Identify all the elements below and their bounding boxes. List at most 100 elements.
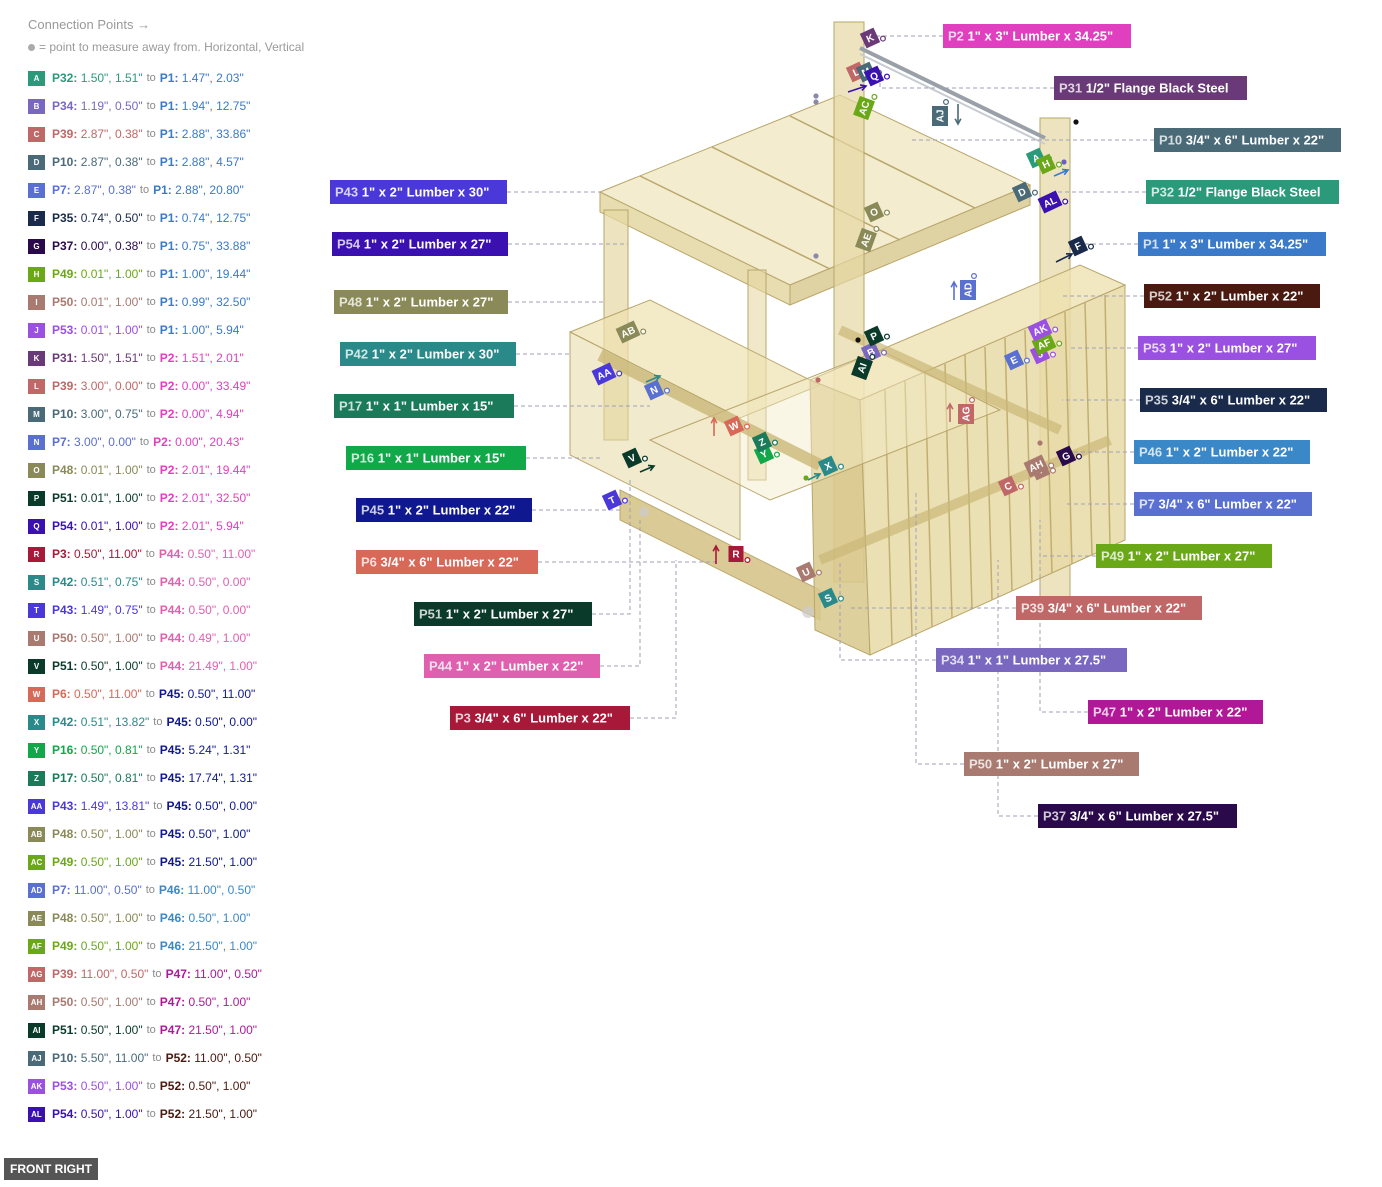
- connection-badge: AF: [28, 938, 45, 954]
- connection-tag-ah[interactable]: AH: [1023, 452, 1055, 478]
- connection-tag-bg: [1067, 235, 1089, 257]
- connection-badge: AG: [28, 966, 45, 982]
- part-label-p3[interactable]: P3 3/4" x 6" Lumber x 22": [450, 706, 630, 730]
- part-label-p37[interactable]: P37 3/4" x 6" Lumber x 27.5": [1038, 804, 1237, 828]
- part-label-p32[interactable]: P32 1/2" Flange Black Steel: [1146, 180, 1339, 204]
- connection-tag-o[interactable]: O: [863, 199, 890, 223]
- connection-point: [873, 225, 880, 232]
- connection-tag-v[interactable]: V: [621, 445, 648, 469]
- connection-point: [883, 333, 890, 340]
- connection-tag-r[interactable]: R: [728, 546, 751, 564]
- connection-value-b: 17.74", 1.31": [185, 771, 258, 785]
- part-label-p7[interactable]: P7 3/4" x 6" Lumber x 22": [1134, 492, 1312, 516]
- connection-value-a: 0.51", 0.75": [77, 575, 143, 589]
- connection-part-a: P48:: [52, 463, 78, 477]
- part-label-p17[interactable]: P17 1" x 1" Lumber x 15": [334, 394, 514, 418]
- connection-tag-ak[interactable]: AK: [1027, 316, 1059, 342]
- connection-tag-ag[interactable]: AG: [958, 396, 976, 424]
- part-label-p48[interactable]: P48 1" x 2" Lumber x 27": [334, 290, 508, 314]
- connection-part-b: P46:: [159, 911, 186, 925]
- part-label-p1[interactable]: P1 1" x 3" Lumber x 34.25": [1138, 232, 1326, 256]
- part-label-bg: [334, 394, 514, 418]
- part-label-p52[interactable]: P52 1" x 2" Lumber x 22": [1144, 284, 1320, 308]
- view-label[interactable]: FRONT RIGHT: [4, 1158, 98, 1180]
- part-label-p45[interactable]: P45 1" x 2" Lumber x 22": [356, 498, 532, 522]
- connection-tag-d[interactable]: D: [1011, 179, 1038, 203]
- part-label-bg: [346, 446, 526, 470]
- connection-tag-bg: [1035, 153, 1057, 175]
- connection-tag-b[interactable]: B: [860, 339, 887, 363]
- part-label-p31[interactable]: P31 1/2" Flange Black Steel: [1054, 76, 1247, 100]
- connection-tag-al[interactable]: AL: [1037, 188, 1069, 214]
- connection-point: [771, 439, 778, 446]
- connection-tag-g[interactable]: G: [1055, 443, 1082, 467]
- connection-part-b: P45:: [166, 799, 192, 813]
- connection-tag-p[interactable]: P: [863, 323, 890, 347]
- connection-tag-ai[interactable]: AI: [851, 350, 876, 381]
- connection-value-a: 3.00", 0.00": [77, 379, 143, 393]
- connection-tag-s[interactable]: S: [817, 585, 844, 609]
- part-label-p35[interactable]: P35 3/4" x 6" Lumber x 22": [1140, 388, 1327, 412]
- part-label-p6[interactable]: P6 3/4" x 6" Lumber x 22": [356, 550, 538, 574]
- connection-part-b: P52:: [159, 1079, 186, 1093]
- measure-point: [1037, 440, 1043, 446]
- connection-tag-x[interactable]: X: [817, 453, 844, 477]
- part-label-p16[interactable]: P16 1" x 1" Lumber x 15": [346, 446, 526, 470]
- connection-part-b: P1:: [153, 183, 172, 197]
- connection-tag-bg: [1023, 454, 1049, 478]
- connection-tag-c[interactable]: C: [997, 473, 1024, 497]
- part-label-p43[interactable]: P43 1" x 2" Lumber x 30": [330, 180, 507, 204]
- connection-tag-k[interactable]: K: [859, 25, 886, 49]
- connection-to: to: [146, 492, 156, 504]
- connection-part-b: P2:: [159, 519, 179, 533]
- leader-line: [1039, 520, 1088, 713]
- connection-tag-aa[interactable]: AA: [591, 360, 623, 386]
- part-label-p54[interactable]: P54 1" x 2" Lumber x 27": [332, 232, 508, 256]
- connection-tag-q[interactable]: Q: [863, 63, 890, 87]
- part-label-p42[interactable]: P42 1" x 2" Lumber x 30": [340, 342, 516, 366]
- part-label-p34[interactable]: P34 1" x 1" Lumber x 27.5": [936, 648, 1127, 672]
- connection-tag-e[interactable]: E: [1003, 347, 1030, 371]
- part-label-p51[interactable]: P51 1" x 2" Lumber x 27": [414, 602, 592, 626]
- connection-tag-u[interactable]: U: [795, 559, 822, 583]
- part-label-p47[interactable]: P47 1" x 2" Lumber x 22": [1088, 700, 1263, 724]
- connection-tag-text: V: [627, 452, 638, 465]
- connection-tag-z[interactable]: Z: [751, 429, 778, 453]
- part-label-p2[interactable]: P2 1" x 3" Lumber x 34.25": [943, 24, 1131, 48]
- connection-value-b: 0.49", 1.00": [185, 631, 251, 645]
- connection-tag-h[interactable]: H: [1035, 151, 1062, 175]
- part-label-p39[interactable]: P39 3/4" x 6" Lumber x 22": [1016, 596, 1202, 620]
- connection-value-b: 11.00", 0.50": [184, 883, 256, 897]
- part-label-p50[interactable]: P50 1" x 2" Lumber x 27": [964, 752, 1139, 776]
- connection-tag-n[interactable]: N: [643, 377, 670, 401]
- connection-badge: O: [28, 462, 45, 478]
- part-label-text: P31 1/2" Flange Black Steel: [1059, 81, 1228, 96]
- connection-value-a: 0.01", 1.00": [77, 295, 143, 309]
- connection-part-b: P44:: [158, 547, 185, 561]
- connection-tag-ad[interactable]: AD: [960, 272, 978, 300]
- connection-tag-f[interactable]: F: [1067, 233, 1094, 257]
- connection-tag-ac[interactable]: AC: [853, 90, 878, 121]
- part-label-p53[interactable]: P53 1" x 2" Lumber x 27": [1138, 336, 1316, 360]
- part-label-p44[interactable]: P44 1" x 2" Lumber x 22": [424, 654, 600, 678]
- connection-tag-text: A: [1031, 152, 1042, 165]
- part-label-text: P52 1" x 2" Lumber x 22": [1149, 289, 1303, 304]
- connection-tag-aj[interactable]: AJ: [932, 98, 950, 126]
- connection-tag-w[interactable]: W: [723, 413, 750, 437]
- connection-part-a: P43:: [52, 799, 78, 813]
- connection-tag-ab[interactable]: AB: [615, 318, 647, 344]
- connection-tag-ae[interactable]: AE: [855, 222, 880, 253]
- connection-point: [1075, 453, 1082, 460]
- connection-tag-text: H: [1041, 158, 1052, 171]
- connection-tag-t[interactable]: T: [601, 487, 628, 511]
- part-label-p49[interactable]: P49 1" x 2" Lumber x 27": [1096, 544, 1272, 568]
- part-label-p46[interactable]: P46 1" x 2" Lumber x 22": [1134, 440, 1310, 464]
- connection-badge: N: [28, 434, 45, 450]
- connection-part-a: P35:: [52, 211, 78, 225]
- shelf-slat: [639, 175, 831, 270]
- connection-part-a: P39:: [52, 379, 78, 393]
- part-label-p10[interactable]: P10 3/4" x 6" Lumber x 22": [1154, 128, 1341, 152]
